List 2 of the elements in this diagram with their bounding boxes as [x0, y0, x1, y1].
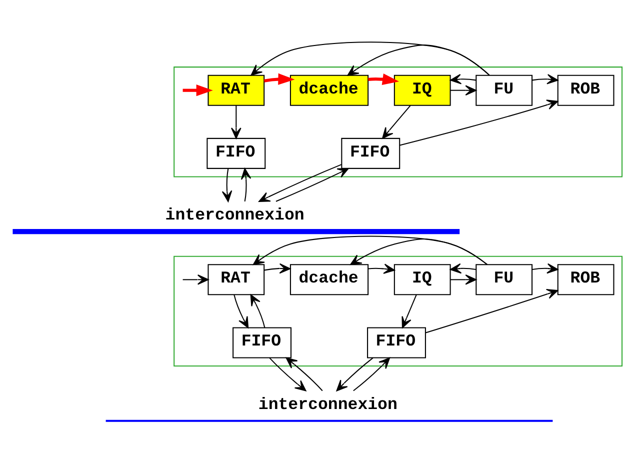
node-text: interconnexion: [258, 394, 398, 414]
node-text: interconnexion: [165, 204, 304, 224]
